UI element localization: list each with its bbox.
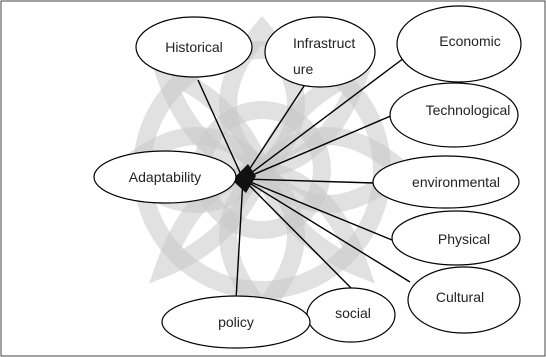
node-infrastructure-label-line1: Infrastruct (293, 35, 355, 51)
node-cultural: Cultural (407, 266, 521, 334)
connector-technological (242, 114, 394, 180)
node-environmental: environmental (372, 155, 520, 209)
connector-economic (242, 57, 405, 180)
connector-historical (197, 79, 244, 180)
node-policy-label: policy (218, 314, 254, 330)
node-infrastructure: Infrastruct ure (264, 16, 376, 88)
node-economic-label: Economic (439, 33, 500, 49)
connector-environmental (242, 178, 375, 184)
node-historical: Historical (135, 16, 253, 78)
node-technological-label: Technological (426, 102, 511, 118)
node-historical-label: Historical (165, 39, 223, 55)
connector-physical (242, 178, 393, 241)
hub-node (232, 164, 256, 193)
node-adaptability: Adaptability (93, 150, 237, 204)
node-physical-label: Physical (438, 231, 490, 247)
node-environmental-label: environmental (412, 174, 500, 190)
node-physical: Physical (391, 210, 521, 266)
connector-policy (235, 178, 244, 301)
node-social-label: social (335, 305, 371, 321)
node-adaptability-label: Adaptability (129, 169, 201, 185)
node-cultural-label: Cultural (436, 289, 484, 305)
node-technological: Technological (389, 82, 519, 148)
connector-social (242, 178, 356, 293)
node-infrastructure-label-line2: ure (293, 61, 313, 77)
connectors (197, 57, 411, 301)
node-policy: policy (161, 295, 311, 349)
connector-cultural (242, 178, 411, 283)
connector-infrastructure (242, 79, 309, 180)
node-social: social (306, 287, 396, 343)
node-economic: Economic (396, 5, 522, 83)
